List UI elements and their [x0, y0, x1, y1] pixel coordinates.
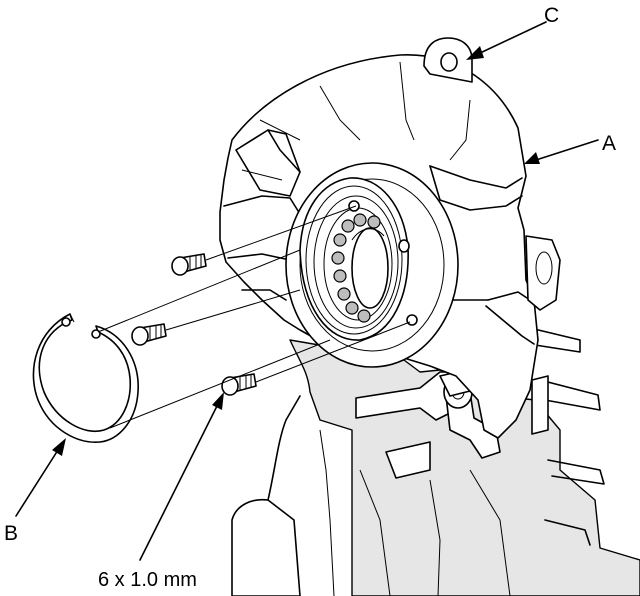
bolt-lower	[221, 373, 257, 396]
alignment-lines	[97, 205, 411, 429]
label-b: B	[4, 522, 18, 545]
wheel-bearing	[285, 162, 459, 368]
leader-arrow-bolt-spec	[139, 392, 224, 561]
label-a: A	[602, 132, 616, 155]
bolt-upper	[171, 253, 207, 276]
bearing-balls	[331, 213, 381, 323]
bolt-middle	[131, 323, 167, 346]
leader-arrow-a	[524, 139, 599, 164]
leader-arrow-b	[15, 438, 66, 517]
label-bolt-spec: 6 x 1.0 mm	[98, 569, 197, 591]
label-c: C	[544, 4, 559, 27]
snap-ring	[32, 313, 139, 443]
leader-arrow-c	[466, 21, 547, 60]
